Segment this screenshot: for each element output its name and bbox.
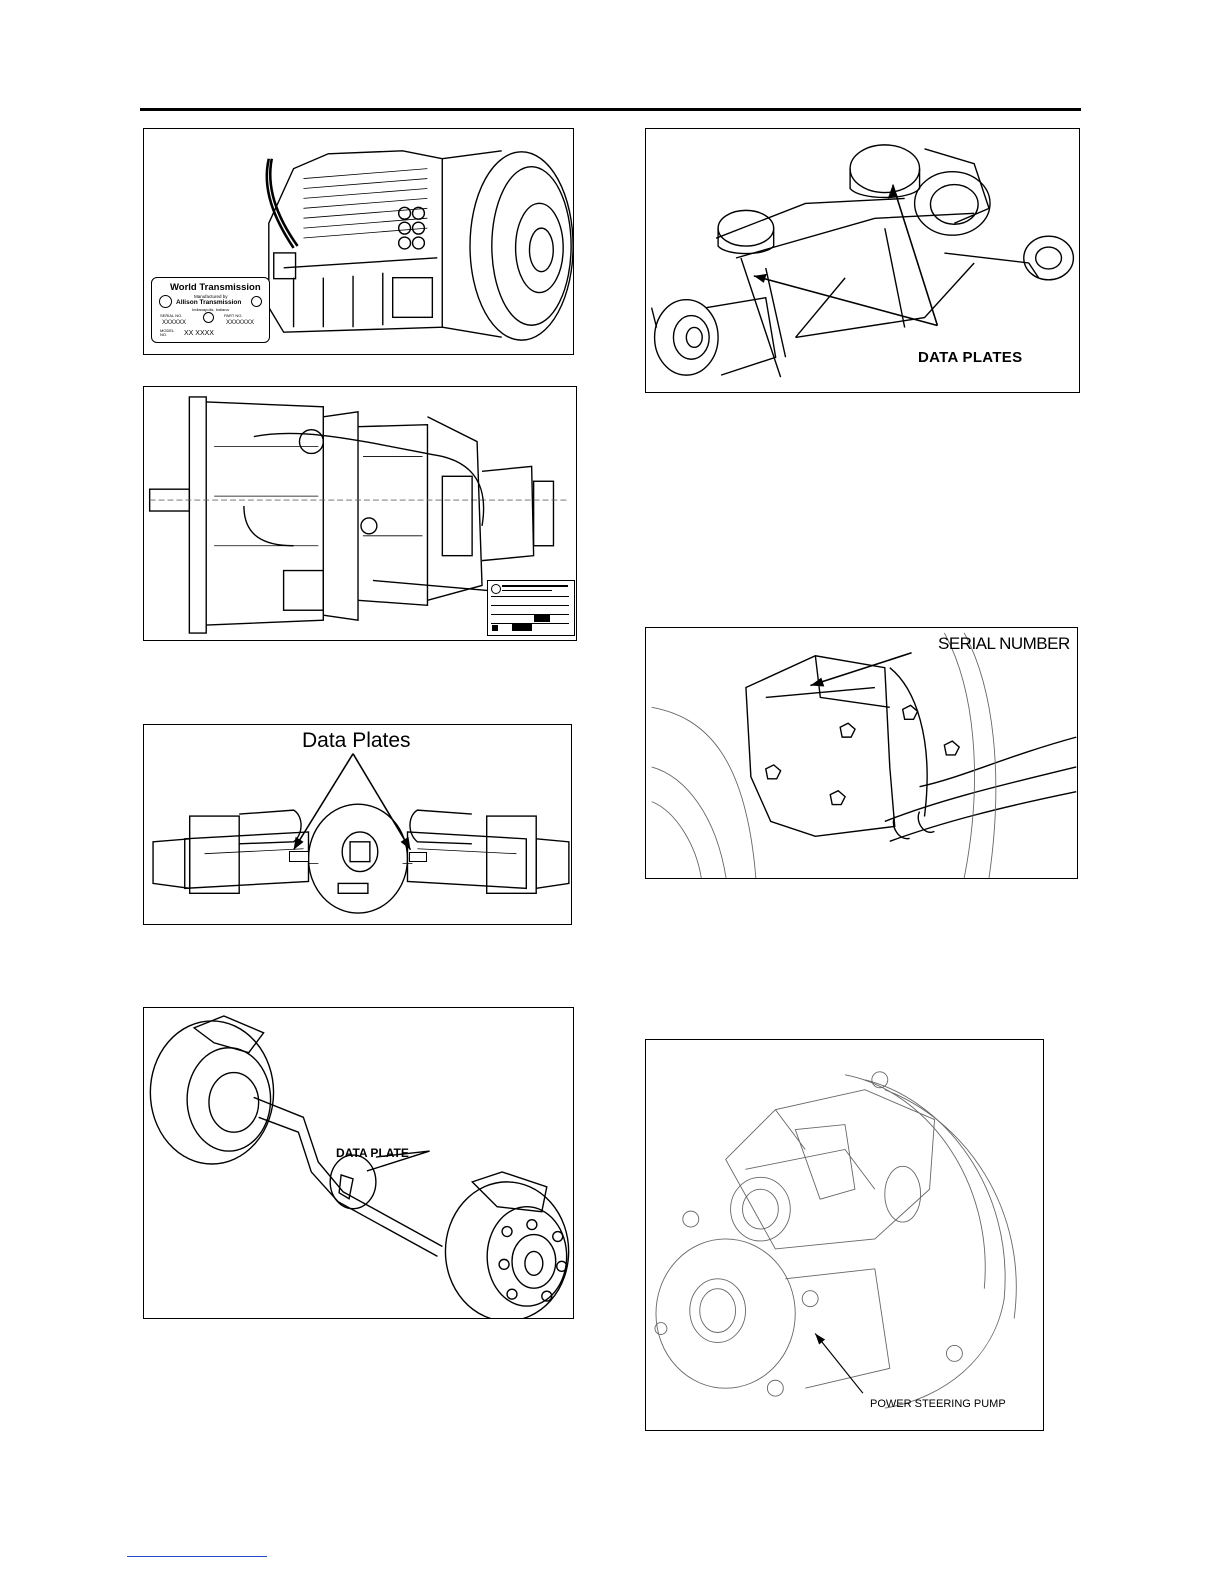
figure-zf-transmission [143, 386, 577, 641]
part-value: XXXXXXX [226, 320, 254, 326]
allison-data-plate: World Transmission Manufactured by Allis… [151, 277, 270, 343]
tag-axle-illustration [144, 1008, 573, 1318]
gear-logo-icon [251, 296, 262, 307]
plate-center-circle [203, 312, 214, 323]
data-plates-callout: Data Plates [302, 729, 411, 753]
plate-title: World Transmission [170, 282, 261, 293]
zf-data-plate [487, 580, 575, 636]
plate-brand: Allison Transmission [176, 299, 241, 306]
figure-front-axle: DATA PLATES [645, 128, 1080, 393]
figure-allison-transmission: World Transmission Manufactured by Allis… [143, 128, 574, 355]
left-data-plate-marker [289, 851, 309, 862]
right-data-plate-marker [409, 852, 427, 862]
data-plates-callout: DATA PLATES [918, 349, 1022, 366]
figure-power-steering-pump: POWER STEERING PUMP [645, 1039, 1044, 1431]
figure-tag-axle: DATA PLATE [143, 1007, 574, 1319]
figure-steering-gear: SERIAL NUMBER [645, 627, 1078, 879]
power-steering-pump-callout: POWER STEERING PUMP [870, 1398, 1006, 1410]
data-plate-callout: DATA PLATE [336, 1146, 409, 1160]
allison-logo-icon [159, 295, 172, 308]
steering-gear-illustration [646, 628, 1077, 878]
header-rule [140, 108, 1081, 111]
drive-axle-illustration [144, 725, 571, 924]
figure-drive-axle: Data Plates [143, 724, 572, 925]
serial-number-callout: SERIAL NUMBER [938, 634, 1070, 654]
model-value: XX XXXX [184, 330, 214, 337]
serial-value: XXXXXX [162, 320, 186, 326]
part-label: PART NO. [224, 313, 242, 318]
plate-city: Indianapolis, Indiana [192, 307, 229, 312]
footer-link-underline [127, 1556, 267, 1557]
power-steering-pump-illustration [646, 1040, 1043, 1430]
zf-logo-icon [491, 584, 501, 594]
model-label: MODEL NO. [160, 329, 180, 337]
serial-label: SERIAL NO. [160, 313, 182, 318]
